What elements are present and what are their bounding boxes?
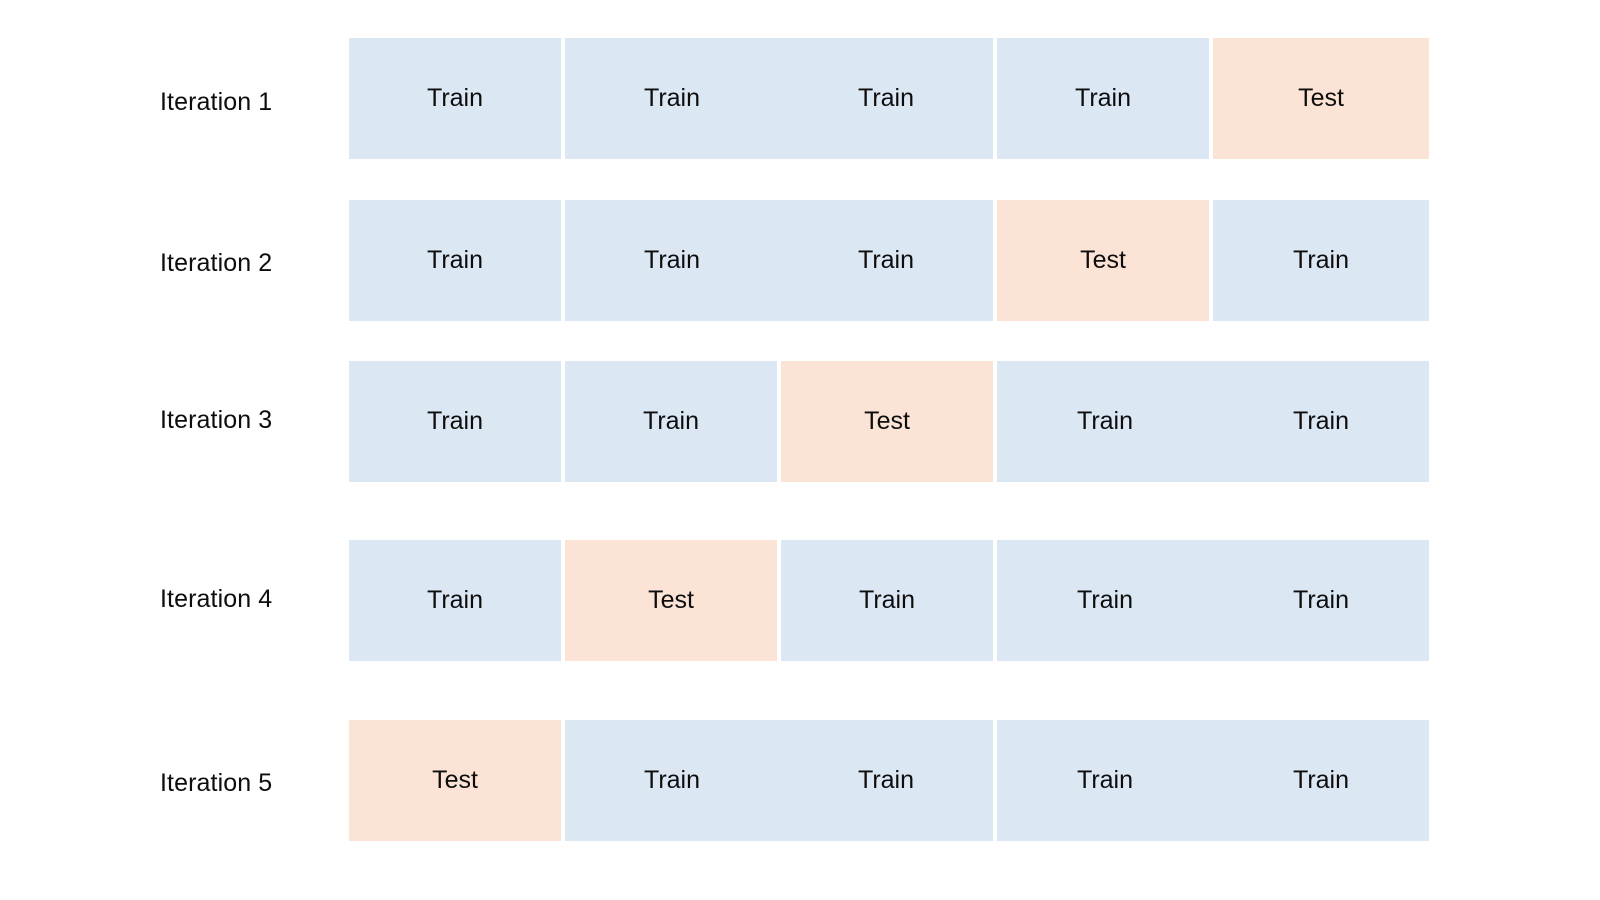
fold-strip: Train Train Train Test Train [349,200,1429,321]
train-fold-block[interactable]: Train [565,361,777,482]
iteration-row: Iteration 1 Train Train Train Train Test [0,38,1600,159]
train-fold-block[interactable]: Train [349,38,561,159]
fold-label: Train [426,407,484,435]
fold-label: Train [1076,586,1134,614]
train-fold-block[interactable]: Train [997,38,1209,159]
fold-label: Train [426,84,484,112]
iteration-label: Iteration 3 [160,406,273,434]
test-fold-block[interactable]: Test [1213,38,1429,159]
fold-label: Train [426,586,484,614]
train-fold-block[interactable]: Train Train [997,361,1429,482]
iteration-label: Iteration 1 [160,88,273,116]
train-fold-block[interactable]: Train [781,540,993,661]
fold-label: Test [432,766,478,794]
iteration-row: Iteration 4 Train Test Train Train Train [0,540,1600,661]
test-fold-block[interactable]: Test [997,200,1209,321]
fold-label: Train [1076,407,1134,435]
iteration-row: Iteration 2 Train Train Train Test Train [0,200,1600,321]
fold-label: Train [1292,586,1350,614]
fold-strip: Train Train Test Train Train [349,361,1429,482]
iteration-label: Iteration 2 [160,249,273,277]
train-fold-block[interactable]: Train Train [565,38,993,159]
train-fold-block[interactable]: Train Train [565,720,993,841]
fold-label: Train [426,246,484,274]
fold-label: Train [1292,407,1350,435]
fold-label: Train [643,246,701,274]
test-fold-block[interactable]: Test [781,361,993,482]
fold-label: Train [1292,246,1350,274]
fold-label: Train [857,766,915,794]
train-fold-block[interactable]: Train Train [565,200,993,321]
fold-label: Train [857,84,915,112]
train-fold-block[interactable]: Train [349,200,561,321]
fold-label: Train [1292,766,1350,794]
fold-label: Train [642,407,700,435]
fold-label: Train [643,84,701,112]
fold-label: Train [1076,766,1134,794]
fold-strip: Train Train Train Train Test [349,38,1429,159]
fold-label: Train [857,246,915,274]
fold-label: Test [864,407,910,435]
iteration-label: Iteration 5 [160,769,273,797]
train-fold-block[interactable]: Train [349,361,561,482]
fold-strip: Train Test Train Train Train [349,540,1429,661]
test-fold-block[interactable]: Test [565,540,777,661]
fold-label: Train [1074,84,1132,112]
train-fold-block[interactable]: Train [1213,200,1429,321]
fold-label: Train [643,766,701,794]
fold-label: Train [858,586,916,614]
train-fold-block[interactable]: Train Train [997,540,1429,661]
iteration-label: Iteration 4 [160,585,273,613]
fold-label: Test [1298,84,1344,112]
iteration-row: Iteration 5 Test Train Train Train Train [0,720,1600,841]
fold-label: Test [648,586,694,614]
train-fold-block[interactable]: Train Train [997,720,1429,841]
fold-strip: Test Train Train Train Train [349,720,1429,841]
train-fold-block[interactable]: Train [349,540,561,661]
fold-label: Test [1080,246,1126,274]
test-fold-block[interactable]: Test [349,720,561,841]
iteration-row: Iteration 3 Train Train Test Train Train [0,361,1600,482]
